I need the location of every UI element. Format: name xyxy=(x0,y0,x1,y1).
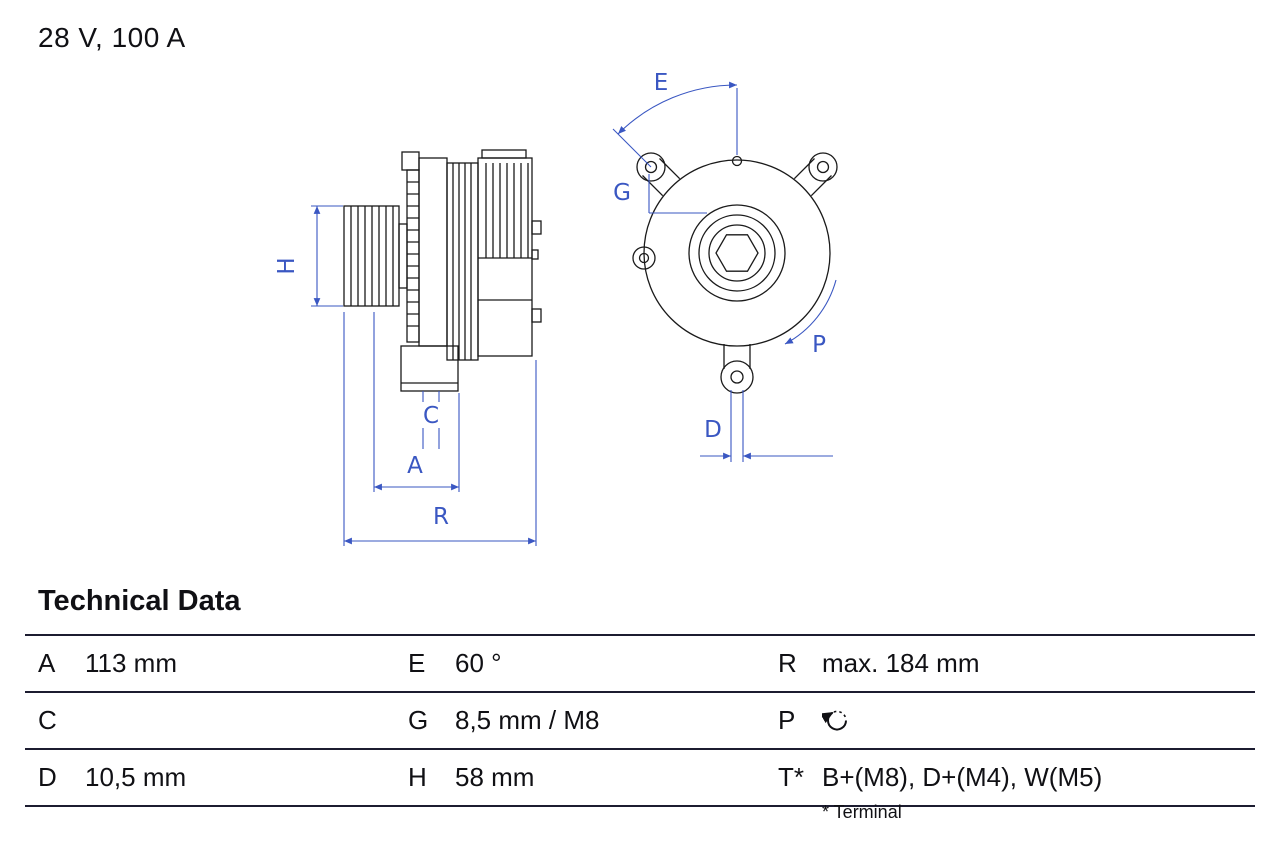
technical-data-title: Technical Data xyxy=(38,585,241,617)
dim-label-e: E xyxy=(654,70,669,96)
side-view-dimensions xyxy=(311,205,537,546)
rotation-direction-icon xyxy=(822,710,847,731)
param-key: G xyxy=(408,705,429,735)
dim-label-p: P xyxy=(812,332,826,358)
param-key: H xyxy=(408,762,427,792)
side-view-outline xyxy=(343,149,542,392)
table-row: D 10,5 mm H 58 mm T* B+(M8), D+(M4), W(M… xyxy=(25,748,1255,805)
param-key: C xyxy=(38,705,57,735)
label-mask xyxy=(417,402,445,428)
technical-data-table: A 113 mm E 60 ° R max. 184 mm C G 8,5 mm… xyxy=(25,634,1255,807)
param-key: A xyxy=(38,648,56,678)
param-key: T* xyxy=(778,762,804,792)
dim-label-a: A xyxy=(407,453,423,479)
param-key: E xyxy=(408,648,426,678)
param-key: D xyxy=(38,762,57,792)
alternator-technical-drawing: H C A R E G P D xyxy=(274,70,838,546)
terminal-footnote: * Terminal xyxy=(822,802,902,822)
table-row: A 113 mm E 60 ° R max. 184 mm xyxy=(25,634,1255,691)
front-view-dimensions xyxy=(612,81,837,462)
param-key: P xyxy=(778,705,796,735)
param-key: R xyxy=(778,648,797,678)
param-value: 58 mm xyxy=(455,762,535,792)
dim-label-g: G xyxy=(613,180,631,206)
table-row: C G 8,5 mm / M8 P xyxy=(25,691,1255,748)
param-value: 10,5 mm xyxy=(85,762,187,792)
front-view-outline xyxy=(632,152,838,394)
dim-label-h: H xyxy=(274,257,300,274)
voltage-current-rating: 28 V, 100 A xyxy=(38,22,186,53)
param-value: 8,5 mm / M8 xyxy=(455,705,600,735)
param-value: 60 ° xyxy=(455,648,502,678)
param-value: 113 mm xyxy=(85,648,177,678)
dim-label-r: R xyxy=(433,504,449,530)
dim-label-c: C xyxy=(423,403,439,429)
param-value: max. 184 mm xyxy=(822,648,980,678)
dim-label-d: D xyxy=(704,417,722,443)
param-value xyxy=(822,707,1255,734)
param-value: B+(M8), D+(M4), W(M5) xyxy=(822,762,1103,792)
